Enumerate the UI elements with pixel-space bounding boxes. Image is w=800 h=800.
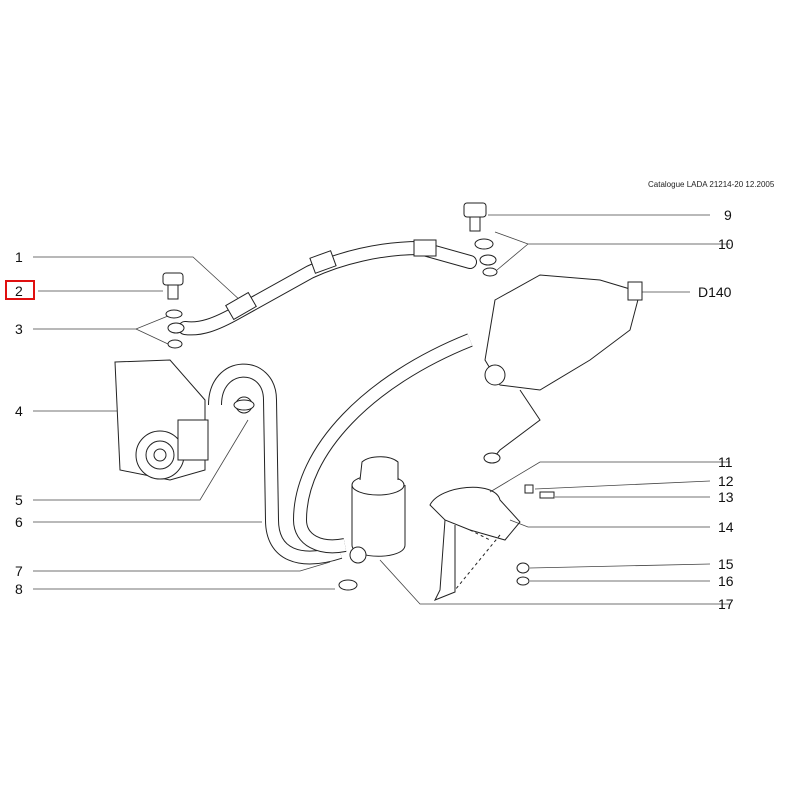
callout-10[interactable]: 10 [718, 236, 734, 252]
callout-13[interactable]: 13 [718, 489, 734, 505]
callout-3[interactable]: 3 [15, 321, 23, 337]
pressure-hose [178, 239, 477, 336]
callout-12[interactable]: 12 [718, 473, 734, 489]
banjo-bolt-right [463, 202, 498, 277]
callout-d140[interactable]: D140 [698, 284, 732, 300]
callout-14[interactable]: 14 [718, 519, 734, 535]
catalogue-caption: Catalogue LADA 21214-20 12.2005 [648, 180, 775, 189]
clamp-parts [233, 399, 555, 591]
highlight-box [5, 280, 35, 300]
callout-8[interactable]: 8 [15, 581, 23, 597]
callout-6[interactable]: 6 [15, 514, 23, 530]
callout-2[interactable]: 2 [15, 283, 23, 299]
power-steering-pump [114, 359, 253, 481]
callout-17[interactable]: 17 [718, 596, 734, 612]
callout-9[interactable]: 9 [724, 207, 732, 223]
callout-4[interactable]: 4 [15, 403, 23, 419]
steering-gear-box [483, 274, 643, 464]
callout-7[interactable]: 7 [15, 563, 23, 579]
callout-1[interactable]: 1 [15, 249, 23, 265]
banjo-bolt [162, 272, 185, 349]
callout-15[interactable]: 15 [718, 556, 734, 572]
leader-lines [33, 214, 730, 605]
callout-16[interactable]: 16 [718, 573, 734, 589]
return-hose [208, 333, 473, 565]
reservoir-bracket [429, 486, 521, 601]
fluid-reservoir [349, 456, 406, 564]
callout-11[interactable]: 11 [718, 454, 733, 470]
callout-5[interactable]: 5 [15, 492, 23, 508]
